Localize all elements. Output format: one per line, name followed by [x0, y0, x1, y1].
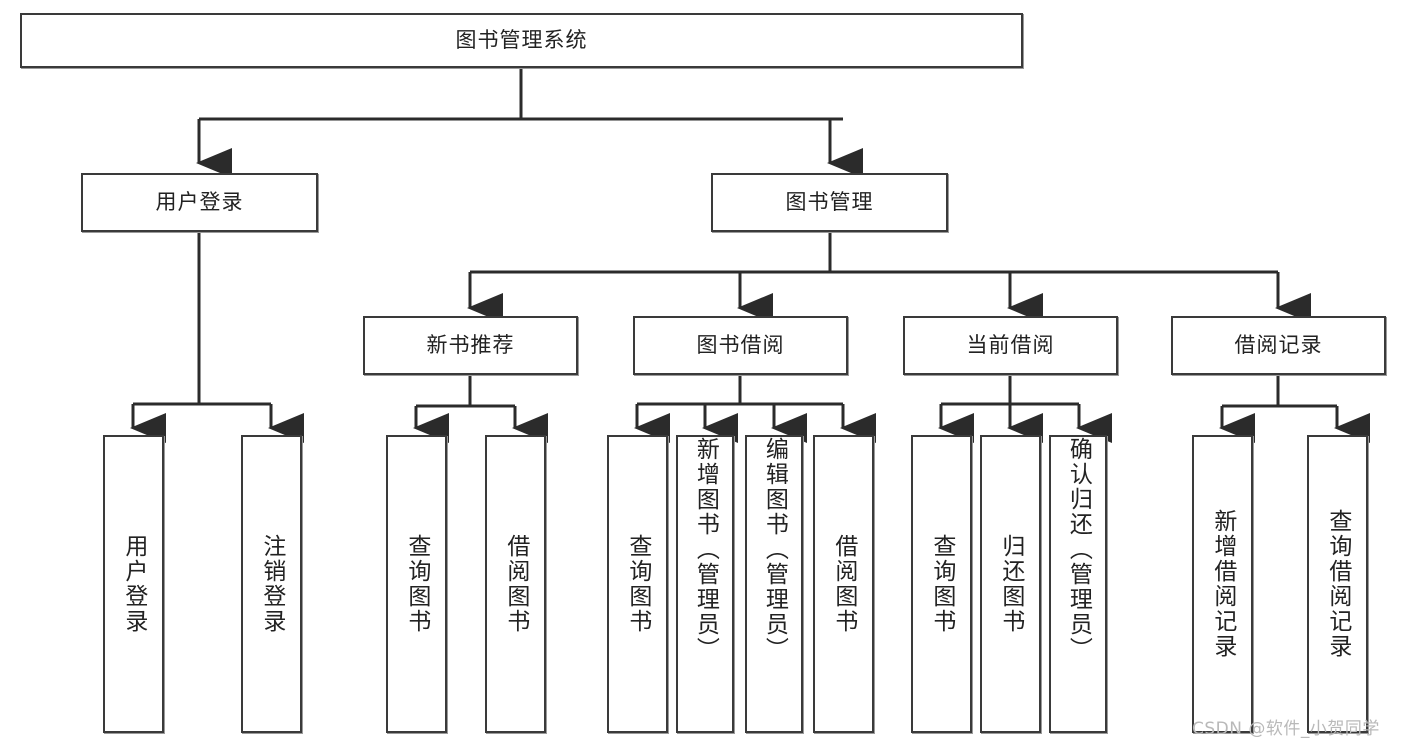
node-current-borrow[interactable]: 当前借阅 [903, 316, 1118, 375]
node-label: 查询图书 [928, 534, 955, 634]
leaf-user-login[interactable]: 用户登录 [103, 435, 164, 733]
node-borrow-record[interactable]: 借阅记录 [1171, 316, 1386, 375]
node-label: 确认归还（管理员） [1065, 437, 1092, 662]
node-label: 借阅图书 [502, 534, 529, 634]
node-label: 查询图书 [624, 534, 651, 634]
leaf-current-query-book[interactable]: 查询图书 [911, 435, 972, 733]
node-label: 借阅记录 [1234, 332, 1323, 357]
node-root-system[interactable]: 图书管理系统 [20, 13, 1023, 68]
leaf-recommend-query-book[interactable]: 查询图书 [386, 435, 447, 733]
node-label: 当前借阅 [966, 332, 1055, 357]
leaf-user-logout[interactable]: 注销登录 [241, 435, 302, 733]
node-new-book-recommend[interactable]: 新书推荐 [363, 316, 578, 375]
leaf-current-confirm-return-admin[interactable]: 确认归还（管理员） [1049, 435, 1107, 733]
leaf-recommend-borrow-book[interactable]: 借阅图书 [485, 435, 546, 733]
node-label: 新增图书（管理员） [692, 437, 719, 662]
node-label: 图书借阅 [696, 332, 785, 357]
leaf-current-return-book[interactable]: 归还图书 [980, 435, 1041, 733]
node-user-login[interactable]: 用户登录 [81, 173, 318, 232]
node-label: 新书推荐 [426, 332, 515, 357]
leaf-record-add-record[interactable]: 新增借阅记录 [1192, 435, 1253, 733]
leaf-borrow-borrow-book[interactable]: 借阅图书 [813, 435, 874, 733]
leaf-record-query-record[interactable]: 查询借阅记录 [1307, 435, 1368, 733]
node-label: 编辑图书（管理员） [761, 437, 788, 662]
node-label: 用户登录 [120, 534, 147, 634]
leaf-borrow-edit-book-admin[interactable]: 编辑图书（管理员） [745, 435, 803, 733]
leaf-borrow-add-book-admin[interactable]: 新增图书（管理员） [676, 435, 734, 733]
node-label: 图书管理 [785, 189, 874, 214]
leaf-borrow-query-book[interactable]: 查询图书 [607, 435, 668, 733]
node-label: 用户登录 [155, 189, 244, 214]
node-label: 注销登录 [258, 534, 285, 634]
node-label: 图书管理系统 [455, 27, 588, 52]
node-book-management[interactable]: 图书管理 [711, 173, 948, 232]
csdn-watermark: CSDN @软件_小贺同学 [1192, 719, 1380, 739]
node-label: 查询借阅记录 [1324, 509, 1351, 659]
node-label: 归还图书 [997, 534, 1024, 634]
node-label: 借阅图书 [830, 534, 857, 634]
node-label: 新增借阅记录 [1209, 509, 1236, 659]
node-label: 查询图书 [403, 534, 430, 634]
node-book-borrow[interactable]: 图书借阅 [633, 316, 848, 375]
